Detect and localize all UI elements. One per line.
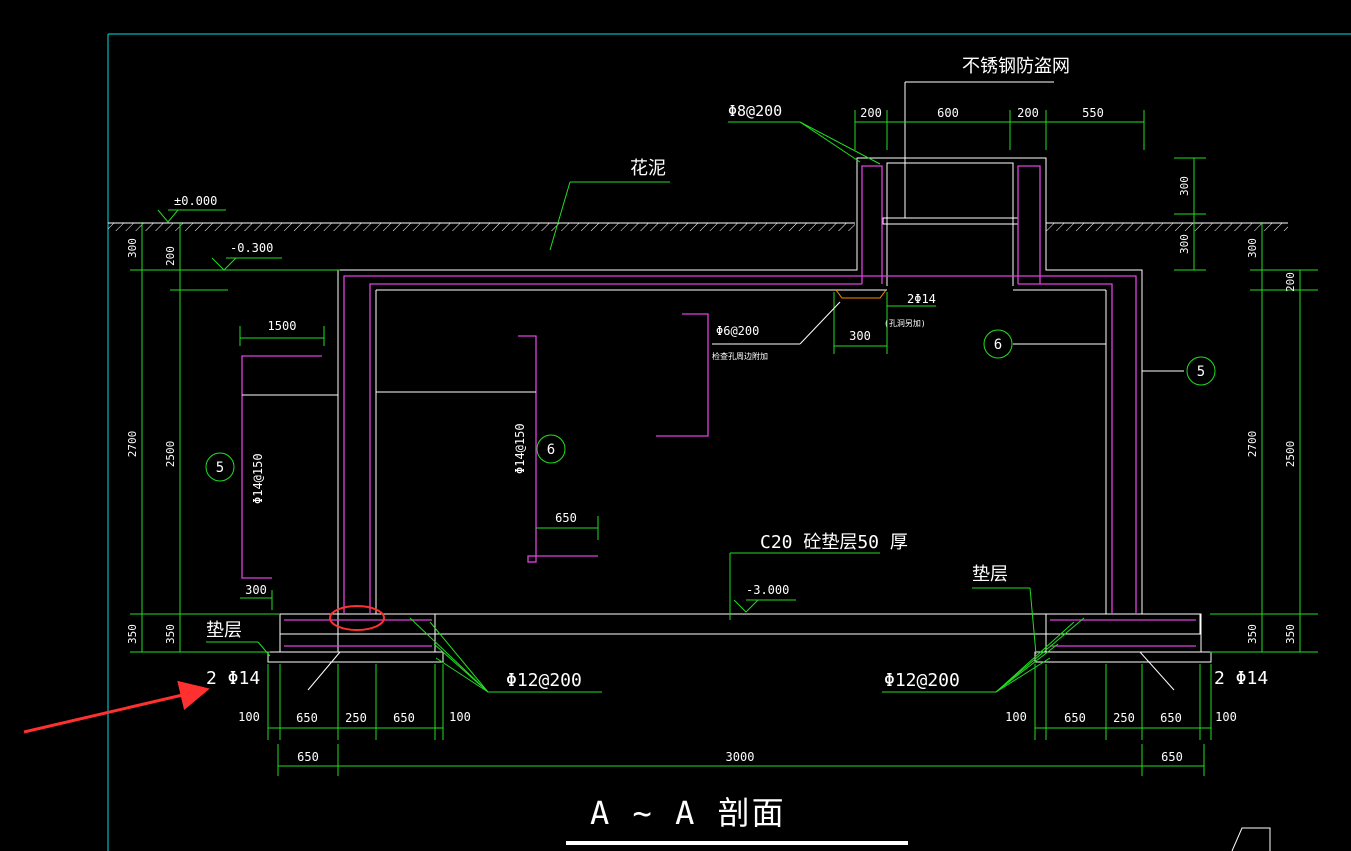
- label-opening-note2: 检查孔周边附加: [712, 351, 768, 361]
- dim-text-b-650-right: 650: [1161, 750, 1183, 764]
- circle-markers: 5 6 6 5: [205, 329, 1216, 482]
- label-elev-m0300: -0.300: [230, 241, 273, 255]
- leader-lines: [157, 121, 1184, 693]
- red-arrow: [23, 680, 210, 734]
- label-elev-m3000: -3.000: [746, 583, 789, 597]
- dim-text-r-300a: 300: [1178, 176, 1191, 196]
- dim-text-top-200a: 200: [860, 106, 882, 120]
- label-elev-zero: ±0.000: [174, 194, 217, 208]
- circle-marker-c6-right: [983, 329, 1013, 359]
- label-cushion-right: 垫层: [972, 564, 1008, 585]
- dim-text-b-3000: 3000: [726, 750, 755, 764]
- label-opening-note: (孔洞另加): [884, 318, 926, 328]
- label-flower-mud: 花泥: [630, 158, 666, 179]
- circle-marker-c6-mid: [536, 434, 566, 464]
- label-cushion-left: 垫层: [206, 620, 242, 641]
- dim-text-b-250a: 250: [345, 711, 367, 725]
- dim-text-l-2500: 2500: [164, 441, 177, 468]
- section-title: A ~ A 剖面: [590, 794, 786, 832]
- dim-text-r-350b: 350: [1284, 624, 1297, 644]
- label-rebar-phi12-right: Φ12@200: [884, 670, 960, 691]
- dim-text-l-300: 300: [126, 238, 139, 258]
- dim-text-r-2500: 2500: [1284, 441, 1297, 468]
- ground-line: [108, 222, 1288, 231]
- label-rebar-phi12-left: Φ12@200: [506, 670, 582, 691]
- label-rebar-phi14-mid: Φ14@150: [513, 423, 527, 474]
- dim-text-b-100b: 100: [449, 710, 471, 724]
- dim-text-r-200: 200: [1284, 272, 1297, 292]
- dim-text-300-open: 300: [849, 329, 871, 343]
- dim-text-l-2700: 2700: [126, 431, 139, 458]
- label-rebar-2phi14-top: 2Φ14: [907, 292, 936, 306]
- dim-text-r-350a: 350: [1246, 624, 1259, 644]
- dim-text-r-2700: 2700: [1246, 431, 1259, 458]
- dimension-lines: [130, 110, 1318, 776]
- corner-mark: [1231, 827, 1271, 851]
- dim-text-b-650d: 650: [1160, 711, 1182, 725]
- dim-text-l-350a: 350: [126, 624, 139, 644]
- dim-text-l-200: 200: [164, 246, 177, 266]
- dim-text-1500: 1500: [268, 319, 297, 333]
- dim-text-top-600: 600: [937, 106, 959, 120]
- label-rebar-phi14-left: Φ14@150: [251, 453, 265, 504]
- dim-text-top-200b: 200: [1017, 106, 1039, 120]
- dim-text-b-650a: 650: [296, 711, 318, 725]
- dim-text-b-650b: 650: [393, 711, 415, 725]
- annotation-labels: 不锈钢防盗网 花泥 Φ8@200 ±0.000 -0.300 2Φ14 (孔洞另…: [174, 56, 1268, 832]
- label-rebar-phi6: Φ6@200: [716, 324, 759, 338]
- dim-text-b-100a: 100: [238, 710, 260, 724]
- label-stainless-net: 不锈钢防盗网: [962, 56, 1070, 77]
- dim-text-b-250b: 250: [1113, 711, 1135, 725]
- circle-text-c6-right: 6: [994, 337, 1002, 353]
- dim-text-b-100d: 100: [1215, 710, 1237, 724]
- drawing-frame: [107, 33, 1351, 851]
- label-rebar-2phi14-left: 2 Φ14: [206, 668, 260, 689]
- dim-text-top-550: 550: [1082, 106, 1104, 120]
- rebar-lines: [241, 165, 1196, 647]
- dim-text-r-300c: 300: [1246, 238, 1259, 258]
- highlight-ellipse: [329, 605, 385, 631]
- dim-text-b-650-left: 650: [297, 750, 319, 764]
- label-rebar-phi8: Φ8@200: [728, 102, 782, 120]
- circle-marker-c5-right: [1186, 356, 1216, 386]
- circle-text-c5-left: 5: [216, 460, 224, 476]
- dim-text-300-bar: 300: [245, 583, 267, 597]
- dim-text-b-100c: 100: [1005, 710, 1027, 724]
- label-rebar-2phi14-right: 2 Φ14: [1214, 668, 1268, 689]
- structure-outline: [267, 81, 1212, 663]
- opening-bar-marks: [835, 289, 887, 299]
- dim-text-l-350b: 350: [164, 624, 177, 644]
- dim-text-650-bar: 650: [555, 511, 577, 525]
- circle-text-c6-mid: 6: [547, 442, 555, 458]
- dim-text-b-650c: 650: [1064, 711, 1086, 725]
- label-c20-cushion: C20 砼垫层50 厚: [760, 532, 908, 553]
- dim-text-r-300b: 300: [1178, 234, 1191, 254]
- circle-text-c5-right: 5: [1197, 364, 1205, 380]
- dimension-texts: 200 600 200 550 300 300 300 200 2700 250…: [126, 106, 1297, 764]
- circle-marker-c5-left: [205, 452, 235, 482]
